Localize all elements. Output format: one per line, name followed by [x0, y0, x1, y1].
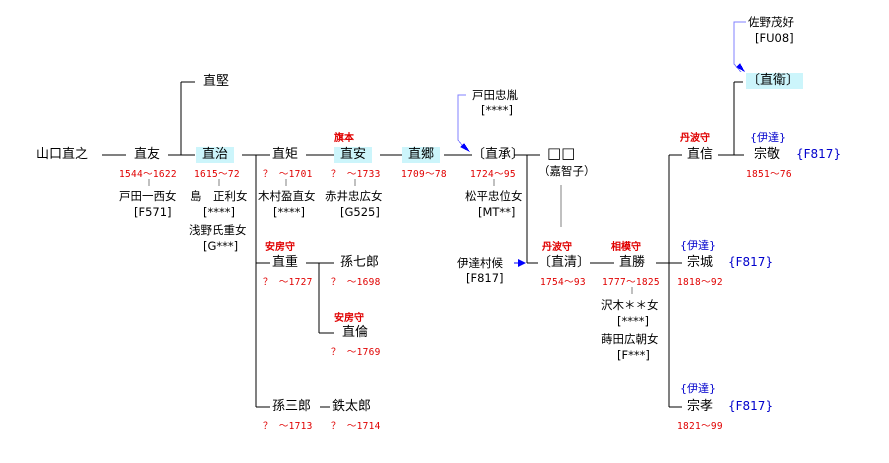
person-unknown[interactable]: □□	[547, 144, 576, 162]
code-date-muratoki: [F817]	[466, 271, 504, 285]
note-unknown: （嘉智子）	[538, 164, 596, 178]
spouse-naoharu-1: 島 正利女	[190, 189, 248, 203]
person-toda-tadahiro[interactable]: 戸田忠胤	[472, 88, 518, 102]
years-naonori: ？ 〜1701	[263, 169, 313, 180]
person-naonobu[interactable]: 直信	[687, 147, 714, 162]
person-naosato[interactable]: 直郷	[402, 147, 441, 163]
person-date-muratoki[interactable]: 伊達村候	[457, 256, 503, 270]
title-naoshige: 安房守	[265, 242, 295, 253]
person-naokiyo[interactable]: 〔直清〕	[538, 255, 591, 270]
years-naotsugu: 1724〜95	[470, 169, 516, 180]
years-naosato: 1709〜78	[401, 169, 447, 180]
spouse-code-naoharu-2: [G***]	[203, 239, 239, 253]
person-munetada[interactable]: 宗孝	[687, 399, 714, 414]
years-munenari: 1818〜92	[677, 277, 723, 288]
person-naotomo[interactable]: 直友	[134, 147, 161, 162]
person-magosaburo[interactable]: 孫三郎	[272, 399, 312, 414]
person-sano-shigeyoshi[interactable]: 佐野茂好	[748, 15, 794, 29]
years-naoshige: ？ 〜1727	[263, 277, 313, 288]
spouse-code-naoyasu: [G525]	[340, 205, 380, 219]
years-naokatsu: 1777〜1825	[602, 277, 660, 288]
years-naoyasu: ？ 〜1733	[331, 169, 381, 180]
spouse-code-naokatsu-1: [****]	[617, 314, 649, 328]
code-munetaka: {F817}	[796, 147, 842, 161]
clan-munetaka: {伊達}	[750, 131, 786, 144]
person-yamaguchi-naoyuki[interactable]: 山口直之	[36, 147, 89, 162]
person-naotsugu[interactable]: 〔直承〕	[472, 147, 525, 162]
clan-munenari: {伊達}	[680, 239, 716, 252]
person-magoshichiro[interactable]: 孫七郎	[340, 255, 380, 270]
years-munetada: 1821〜99	[677, 421, 723, 432]
person-naokatsu[interactable]: 直勝	[619, 255, 646, 270]
person-naotomo2[interactable]: 直倫	[342, 325, 369, 340]
arrow-head-toda	[460, 143, 470, 152]
person-munetaka[interactable]: 宗敬	[754, 147, 781, 162]
spouse-code-naoharu-1: [****]	[203, 205, 235, 219]
title-naokatsu: 相模守	[611, 242, 641, 253]
person-naokata[interactable]: 直堅	[203, 74, 230, 89]
person-naoshige[interactable]: 直重	[272, 255, 299, 270]
adoption-line-toda	[457, 94, 467, 151]
arrow-head-sano	[736, 63, 745, 72]
years-munetaka: 1851〜76	[746, 169, 792, 180]
spouse-naokatsu-2: 蒔田広朝女	[601, 332, 659, 346]
spouse-naoharu-2: 浅野氏重女	[189, 223, 247, 237]
title-naonobu: 丹波守	[680, 133, 710, 144]
years-tetsutaro: ？ 〜1714	[331, 421, 381, 432]
title-naoyasu: 旗本	[334, 133, 354, 144]
person-munenari[interactable]: 宗城	[687, 255, 714, 270]
code-munenari: {F817}	[728, 255, 774, 269]
spouse-code-naotomo: [F571]	[134, 205, 172, 219]
years-naotomo: 1544〜1622	[119, 169, 177, 180]
code-sano-shigeyoshi: [FU08]	[755, 31, 794, 45]
years-naoharu: 1615〜72	[194, 169, 240, 180]
years-naotomo2: ？ 〜1769	[331, 347, 381, 358]
person-naoharu[interactable]: 直治	[196, 147, 235, 163]
years-naokiyo: 1754〜93	[540, 277, 586, 288]
code-toda-tadahiro: [****]	[481, 103, 513, 117]
spouse-naonori: 木村盈直女	[258, 189, 316, 203]
spouse-naotsugu: 松平忠位女	[465, 189, 523, 203]
spouse-code-naonori: [****]	[273, 205, 305, 219]
spouse-naotomo: 戸田一西女	[119, 189, 177, 203]
years-magoshichiro: ？ 〜1698	[331, 277, 381, 288]
spouse-naokatsu-1: 沢木＊＊女	[601, 298, 659, 312]
spouse-code-naokatsu-2: [F***]	[617, 348, 650, 362]
title-naokiyo: 丹波守	[542, 242, 572, 253]
adoption-line-sano	[733, 21, 746, 73]
person-naonori[interactable]: 直矩	[272, 147, 299, 162]
code-munetada: {F817}	[728, 399, 774, 413]
spouse-naoyasu: 赤井忠広女	[325, 189, 383, 203]
person-naoyasu[interactable]: 直安	[334, 147, 373, 163]
person-tetsutaro[interactable]: 鉄太郎	[332, 399, 372, 414]
title-naotomo2: 安房守	[334, 313, 364, 324]
spouse-code-naotsugu: [MT**]	[478, 205, 516, 219]
person-naomori[interactable]: 〔直衛〕	[746, 73, 804, 89]
years-magosaburo: ？ 〜1713	[263, 421, 313, 432]
clan-munetada: {伊達}	[680, 382, 716, 395]
